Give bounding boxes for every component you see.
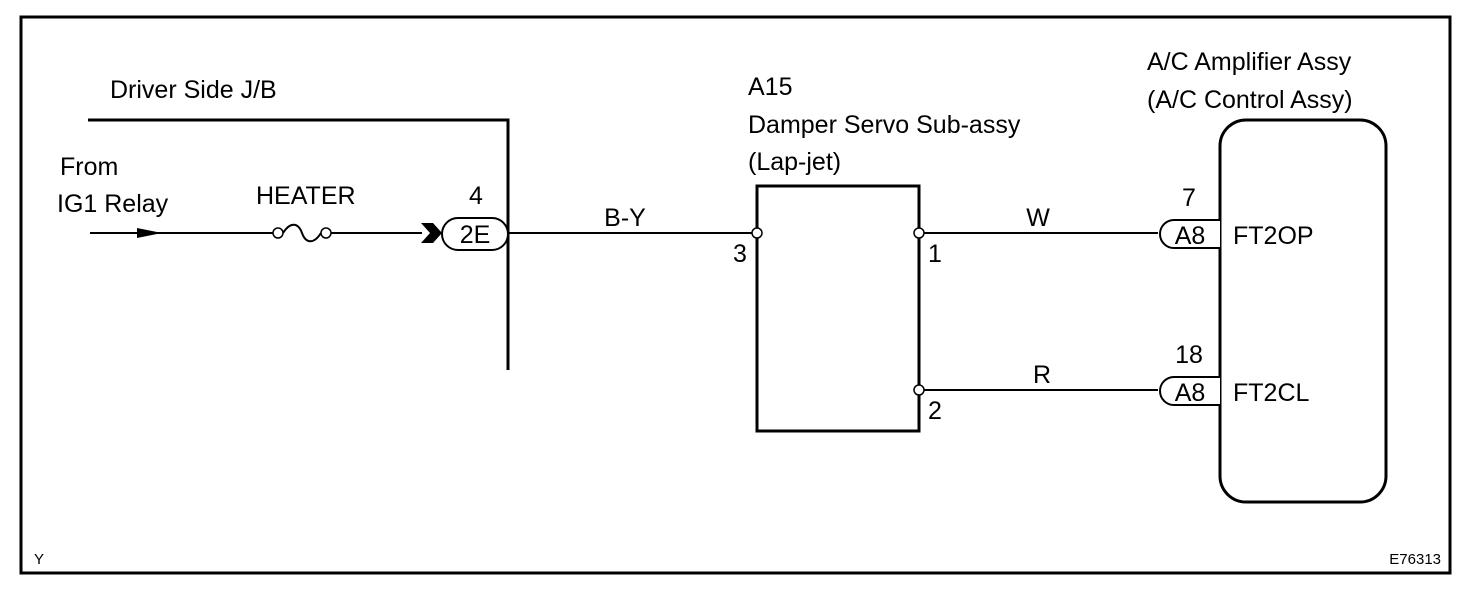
servo-terminal-3 <box>751 227 763 239</box>
source-line2: IG1 Relay <box>57 190 169 218</box>
amplifier-pin-18: 18 <box>1175 341 1203 369</box>
wire-w-label: W <box>1026 204 1050 232</box>
damper-servo-box <box>755 184 921 433</box>
flow-arrow-icon <box>137 228 162 238</box>
signal-ft2op: FT2OP <box>1233 222 1314 250</box>
servo-pin-1: 1 <box>928 240 942 268</box>
signal-ft2cl: FT2CL <box>1233 379 1310 407</box>
jb-title: Driver Side J/B <box>110 76 277 104</box>
servo-name: Damper Servo Sub-assy <box>748 111 1021 139</box>
amplifier-subtitle: (A/C Control Assy) <box>1147 86 1353 114</box>
amplifier-title: A/C Amplifier Assy <box>1147 48 1352 76</box>
connector-chevron-icon <box>421 223 442 243</box>
jb-pin-number: 4 <box>469 182 483 210</box>
source-line1: From <box>60 153 118 181</box>
connector-2e-label: 2E <box>460 221 491 249</box>
footer-figure-id: E76313 <box>1389 551 1441 568</box>
amplifier-box <box>1218 118 1388 504</box>
connector-a8-ftop <box>1159 219 1220 249</box>
servo-sub: (Lap-jet) <box>748 148 841 176</box>
servo-pin-2: 2 <box>928 397 942 425</box>
diagram-frame <box>19 15 1452 575</box>
servo-terminal-1 <box>913 227 925 239</box>
connector-a8-ftcl <box>1159 376 1220 406</box>
fuse-icon <box>272 223 332 243</box>
amplifier-pin-7: 7 <box>1182 184 1196 212</box>
jb-boundary <box>88 118 510 370</box>
servo-code: A15 <box>748 73 792 101</box>
servo-pin-3: 3 <box>733 240 747 268</box>
connector-a8-ftcl-label: A8 <box>1175 379 1206 407</box>
wire-b-y-label: B-Y <box>604 204 646 232</box>
wire-r-label: R <box>1033 361 1051 389</box>
fuse-label: HEATER <box>256 182 356 210</box>
footer-left-code: Y <box>34 551 44 568</box>
connector-a8-ftop-label: A8 <box>1175 222 1206 250</box>
servo-terminal-2 <box>913 384 925 396</box>
